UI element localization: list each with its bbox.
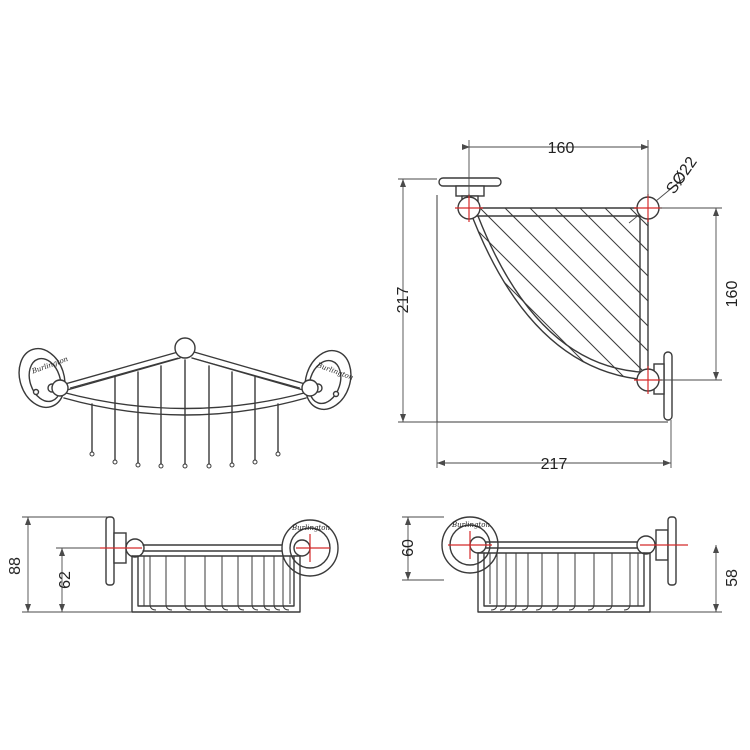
dim-top-depth-label: 160 <box>724 281 741 308</box>
side-view: Burlington <box>400 516 741 613</box>
side-basket <box>477 552 651 613</box>
wall-rose-right: Burlington <box>304 349 355 411</box>
dim-sphere-label: SØ22 <box>663 154 700 197</box>
dim-side-total-label: 60 <box>400 539 417 557</box>
dim-front-mount-label: 62 <box>57 571 74 589</box>
dim-front-mount-height: 62 <box>56 547 100 612</box>
dim-front-total-height: 88 <box>7 516 132 613</box>
wall-rose-left: Burlington <box>18 347 70 409</box>
dim-overall-width: 217 <box>436 420 672 473</box>
dim-side-total-height: 60 <box>400 516 444 581</box>
dim-overall-width-label: 217 <box>541 456 568 473</box>
dim-overall-height: 217 <box>395 178 437 423</box>
sphere-top <box>174 337 196 359</box>
logo-text-front: Burlington <box>291 524 330 532</box>
front-basket <box>131 555 301 613</box>
front-view: Burlington <box>7 516 339 613</box>
center-marks-top <box>455 194 662 394</box>
side-wall-plate <box>667 516 677 586</box>
basket-quadrant <box>468 207 649 381</box>
front-wall-plate <box>105 516 115 586</box>
basket-bars <box>89 359 281 469</box>
sphere-right-joint <box>301 379 319 397</box>
top-view: 160 SØ22 160 217 <box>395 140 741 473</box>
dim-overall-height-label: 217 <box>395 287 412 314</box>
basket-hatching <box>469 208 648 380</box>
dim-front-total-label: 88 <box>7 557 24 575</box>
dim-top-depth: 160 <box>660 207 741 381</box>
dim-top-width-label: 160 <box>548 140 575 157</box>
sphere-left-joint <box>51 379 69 397</box>
perspective-view: Burlington Burlington <box>18 337 355 469</box>
dim-side-mount-label: 58 <box>724 569 741 587</box>
dim-side-mount-height: 58 <box>650 545 741 613</box>
logo-text-side: Burlington <box>451 521 490 529</box>
dim-top-width: 160 <box>462 140 649 196</box>
